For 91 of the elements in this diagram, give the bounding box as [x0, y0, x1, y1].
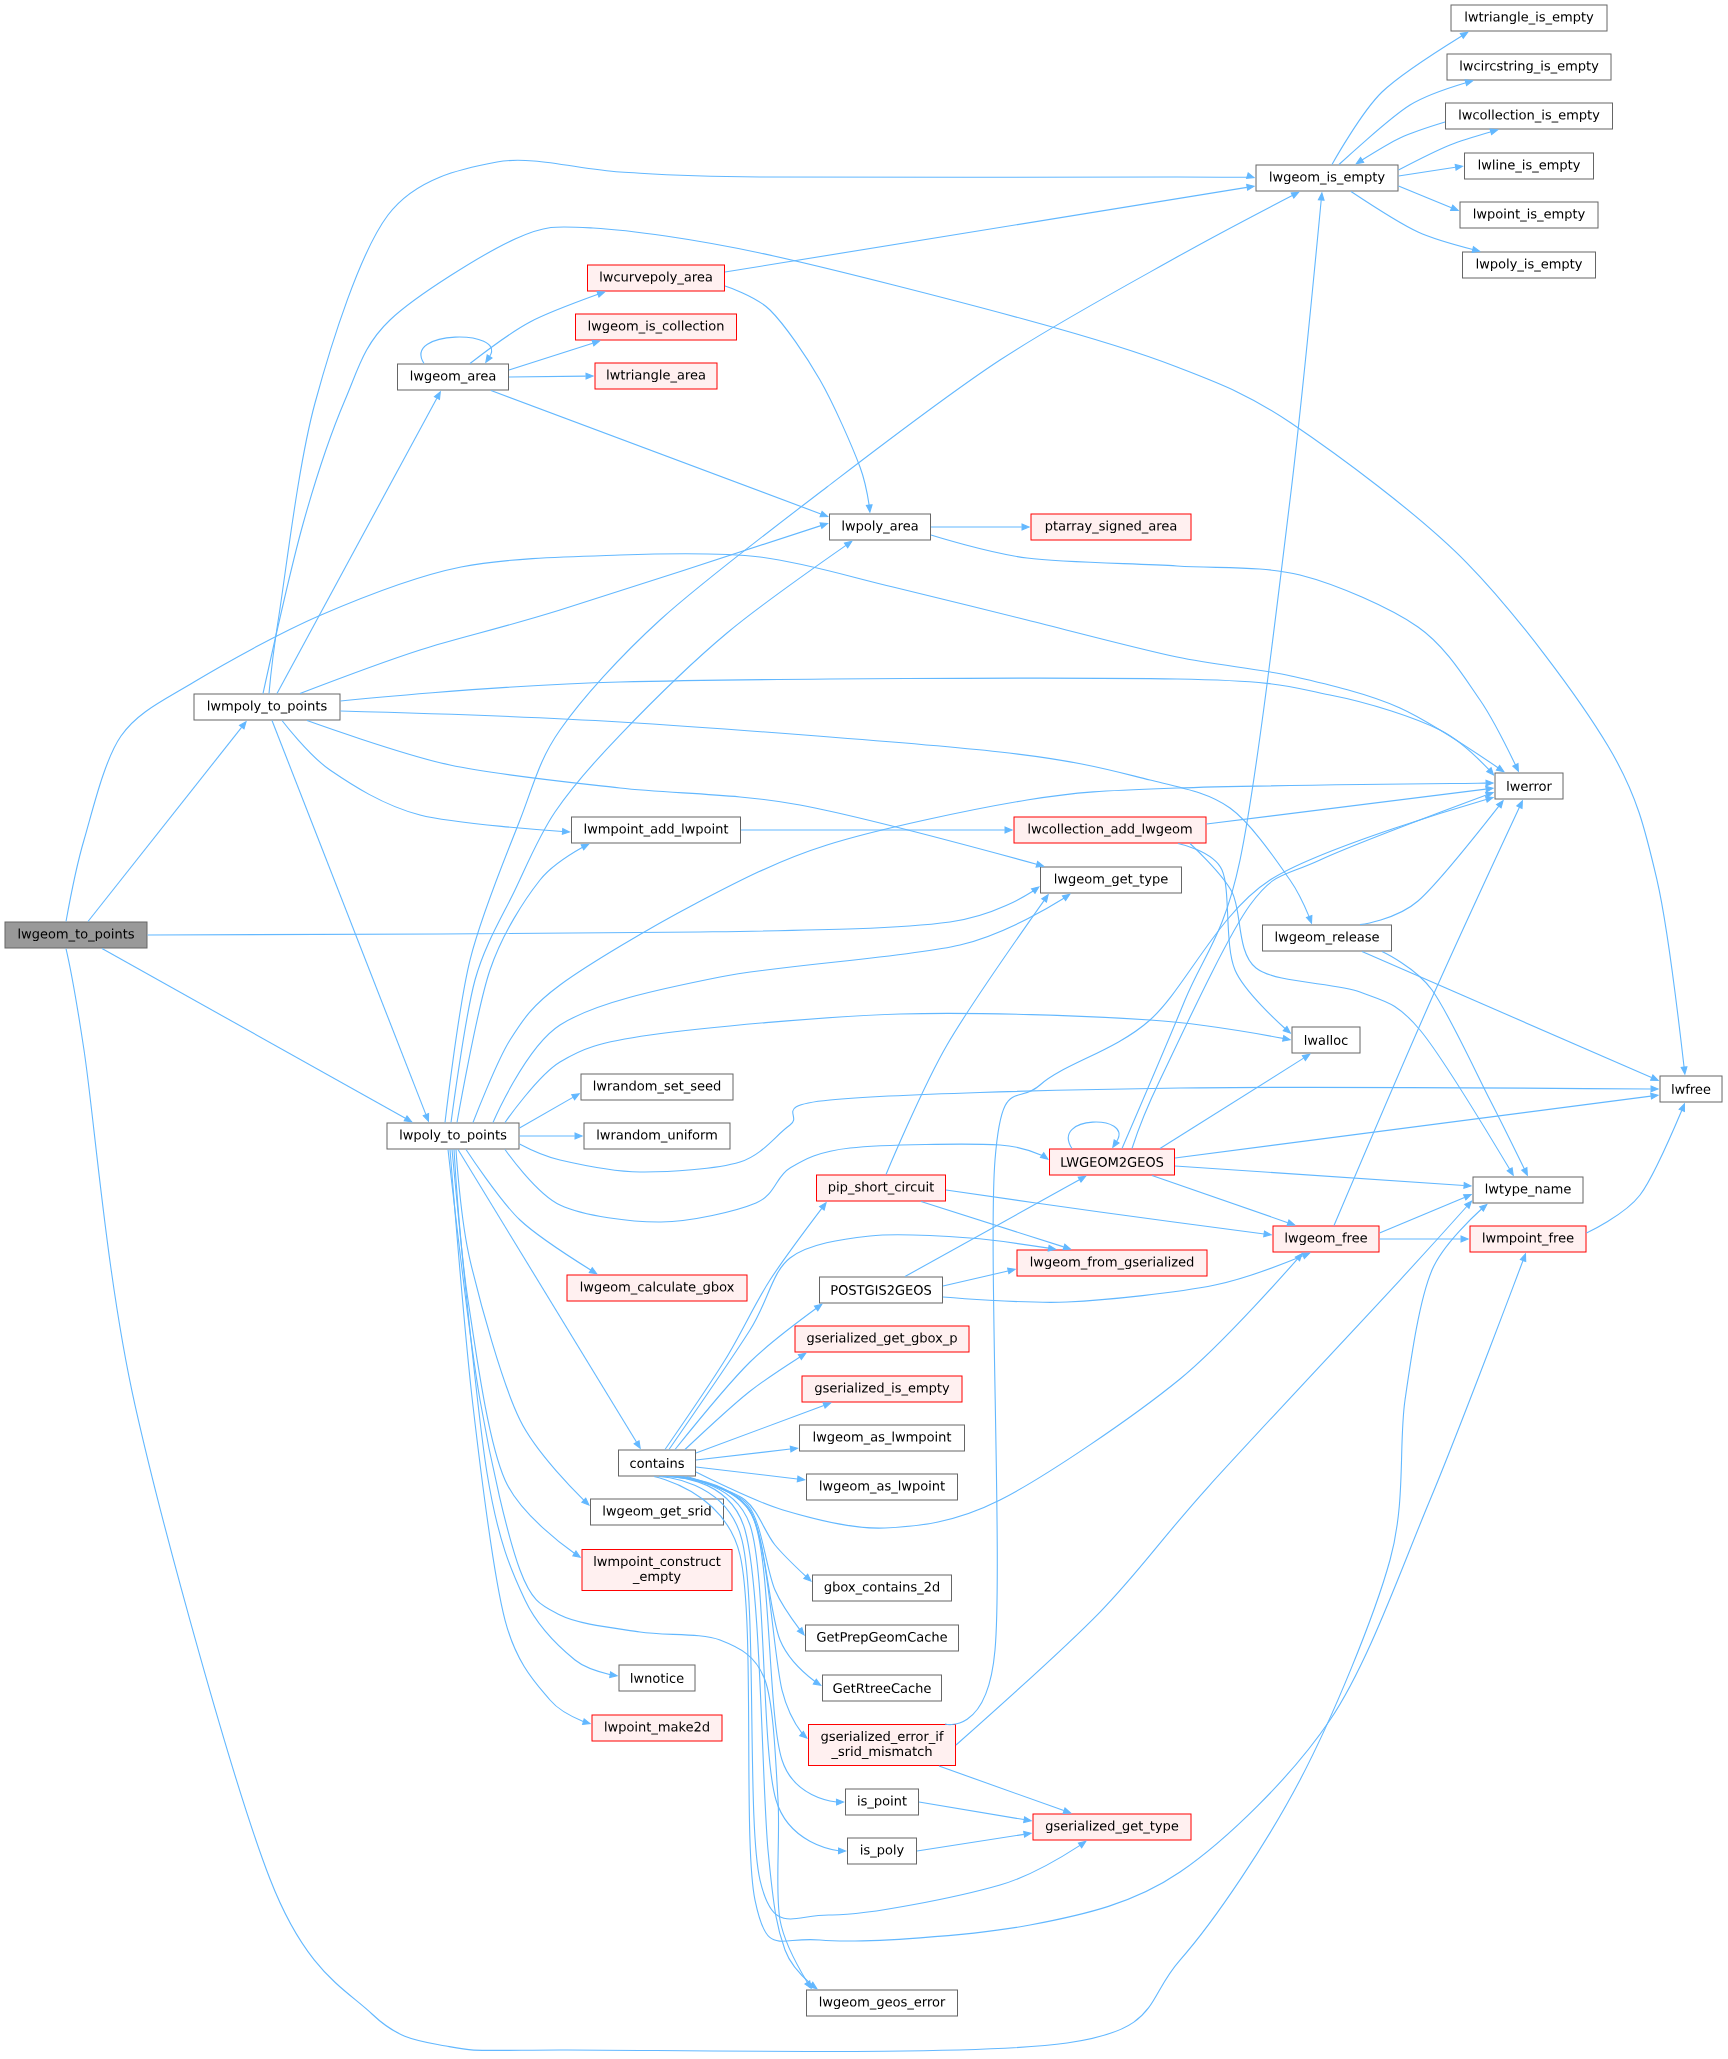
call-arrow: [1350, 190, 1481, 253]
function-box: lwcollection_is_empty: [1445, 102, 1613, 130]
function-box: gserialized_error_if _srid_mismatch: [808, 1724, 956, 1766]
call-arrow: [465, 1148, 598, 1275]
function-box: lwgeom_free: [1272, 1225, 1380, 1253]
call-arrow: [65, 947, 1488, 2053]
function-box: gbox_contains_2d: [812, 1574, 952, 1602]
function-box: lwtype_name: [1472, 1176, 1584, 1204]
function-box: lwpoly_to_points: [386, 1122, 520, 1150]
function-box: lwnotice: [618, 1664, 696, 1692]
function-box: lwmpoint_add_lwpoint: [571, 816, 741, 844]
function-box: GetRtreeCache: [822, 1674, 942, 1702]
function-box: lwgeom_is_empty: [1255, 164, 1399, 192]
call-arrow: [65, 553, 1505, 923]
function-box: lwgeom_area: [397, 363, 509, 391]
function-box: lwalloc: [1291, 1026, 1361, 1054]
call-arrow: [444, 191, 1300, 1124]
call-arrow: [306, 719, 1045, 868]
call-arrow: [1338, 79, 1474, 166]
call-arrow: [695, 1466, 806, 1483]
function-box: gserialized_is_empty: [801, 1375, 963, 1403]
function-box: LWGEOM2GEOS: [1049, 1148, 1175, 1176]
call-arrow: [658, 1475, 1087, 1920]
function-box: lwgeom_get_type: [1040, 866, 1182, 894]
function-box: lwmpoint_construct _empty: [581, 1549, 733, 1591]
call-arrow: [490, 389, 829, 518]
call-arrow: [455, 1148, 590, 1506]
function-box: lwerror: [1494, 772, 1564, 800]
call-arrow: [469, 291, 606, 365]
call-arrow: [450, 540, 853, 1124]
function-box: gserialized_get_type: [1032, 1813, 1192, 1841]
function-box: lwpoly_area: [829, 513, 931, 541]
call-arrow: [682, 1475, 805, 1636]
function-box: lwpoint_make2d: [591, 1714, 723, 1742]
function-box: lwmpoly_to_points: [193, 693, 341, 721]
call-arrow: [904, 1175, 1087, 1278]
function-box: contains: [618, 1449, 696, 1477]
function-box: pip_short_circuit: [816, 1174, 946, 1202]
function-box: POSTGIS2GEOS: [819, 1276, 943, 1304]
function-box: lwpoly_is_empty: [1462, 251, 1596, 279]
function-box: lwfree: [1659, 1075, 1723, 1103]
call-arrow: [299, 522, 829, 695]
call-arrow: [339, 677, 1495, 776]
call-arrow: [1331, 31, 1469, 166]
call-arrow: [492, 893, 1071, 1124]
function-box: lwgeom_geos_error: [806, 1989, 958, 2017]
call-arrow: [942, 1252, 1311, 1303]
function-box: gserialized_get_gbox_p: [794, 1325, 970, 1353]
call-arrow: [1355, 121, 1446, 165]
call-arrow: [955, 1200, 1473, 1746]
function-box: lwgeom_get_srid: [590, 1498, 724, 1526]
function-box: lwgeom_release: [1262, 924, 1392, 952]
call-arrow: [456, 843, 590, 1124]
call-arrow: [668, 1234, 1057, 1451]
call-arrow: [1159, 1053, 1311, 1150]
function-box: lwgeom_as_lwmpoint: [799, 1424, 965, 1452]
call-arrow: [1397, 163, 1464, 177]
function-box: lwrandom_set_seed: [580, 1073, 734, 1101]
call-arrow: [695, 1445, 799, 1461]
function-box: lwtriangle_is_empty: [1450, 4, 1608, 32]
function-box: lwtriangle_area: [594, 362, 718, 390]
function-box: lwpoint_is_empty: [1459, 201, 1599, 229]
function-box: lwrandom_uniform: [583, 1122, 731, 1150]
function-box: ptarray_signed_area: [1030, 513, 1192, 541]
call-arrow: [1397, 128, 1499, 171]
call-arrow: [146, 886, 1040, 936]
call-arrow: [1068, 1121, 1120, 1150]
function-box: lwmpoint_free: [1469, 1225, 1587, 1253]
call-arrow: [101, 947, 413, 1123]
function-box: lwgeom_is_collection: [575, 313, 737, 341]
call-arrow: [420, 336, 493, 365]
function-box: lwgeom_from_gserialized: [1016, 1249, 1208, 1277]
call-arrow: [674, 1303, 823, 1451]
call-arrow: [684, 1352, 807, 1451]
call-arrow: [508, 339, 601, 371]
call-arrow: [1151, 1174, 1296, 1226]
function-box: is_point: [845, 1788, 919, 1816]
function-box: lwcircstring_is_empty: [1446, 53, 1612, 81]
call-arrow: [686, 1475, 812, 1582]
function-box: GetPrepGeomCache: [805, 1624, 959, 1652]
call-arrow: [695, 1402, 832, 1454]
call-arrow: [938, 1765, 1072, 1814]
function-box: is_poly: [847, 1837, 917, 1865]
function-box: lwgeom_calculate_gbox: [566, 1274, 748, 1302]
function-box: lwcurvepoly_area: [587, 264, 725, 292]
function-box: lwgeom_as_lwpoint: [806, 1473, 958, 1501]
call-arrow: [504, 1143, 1049, 1223]
function-box: lwgeom_to_points: [4, 921, 148, 949]
function-box: lwcollection_add_lwgeom: [1013, 816, 1207, 844]
function-box: lwline_is_empty: [1464, 152, 1594, 180]
call-arrow: [920, 1200, 1072, 1251]
